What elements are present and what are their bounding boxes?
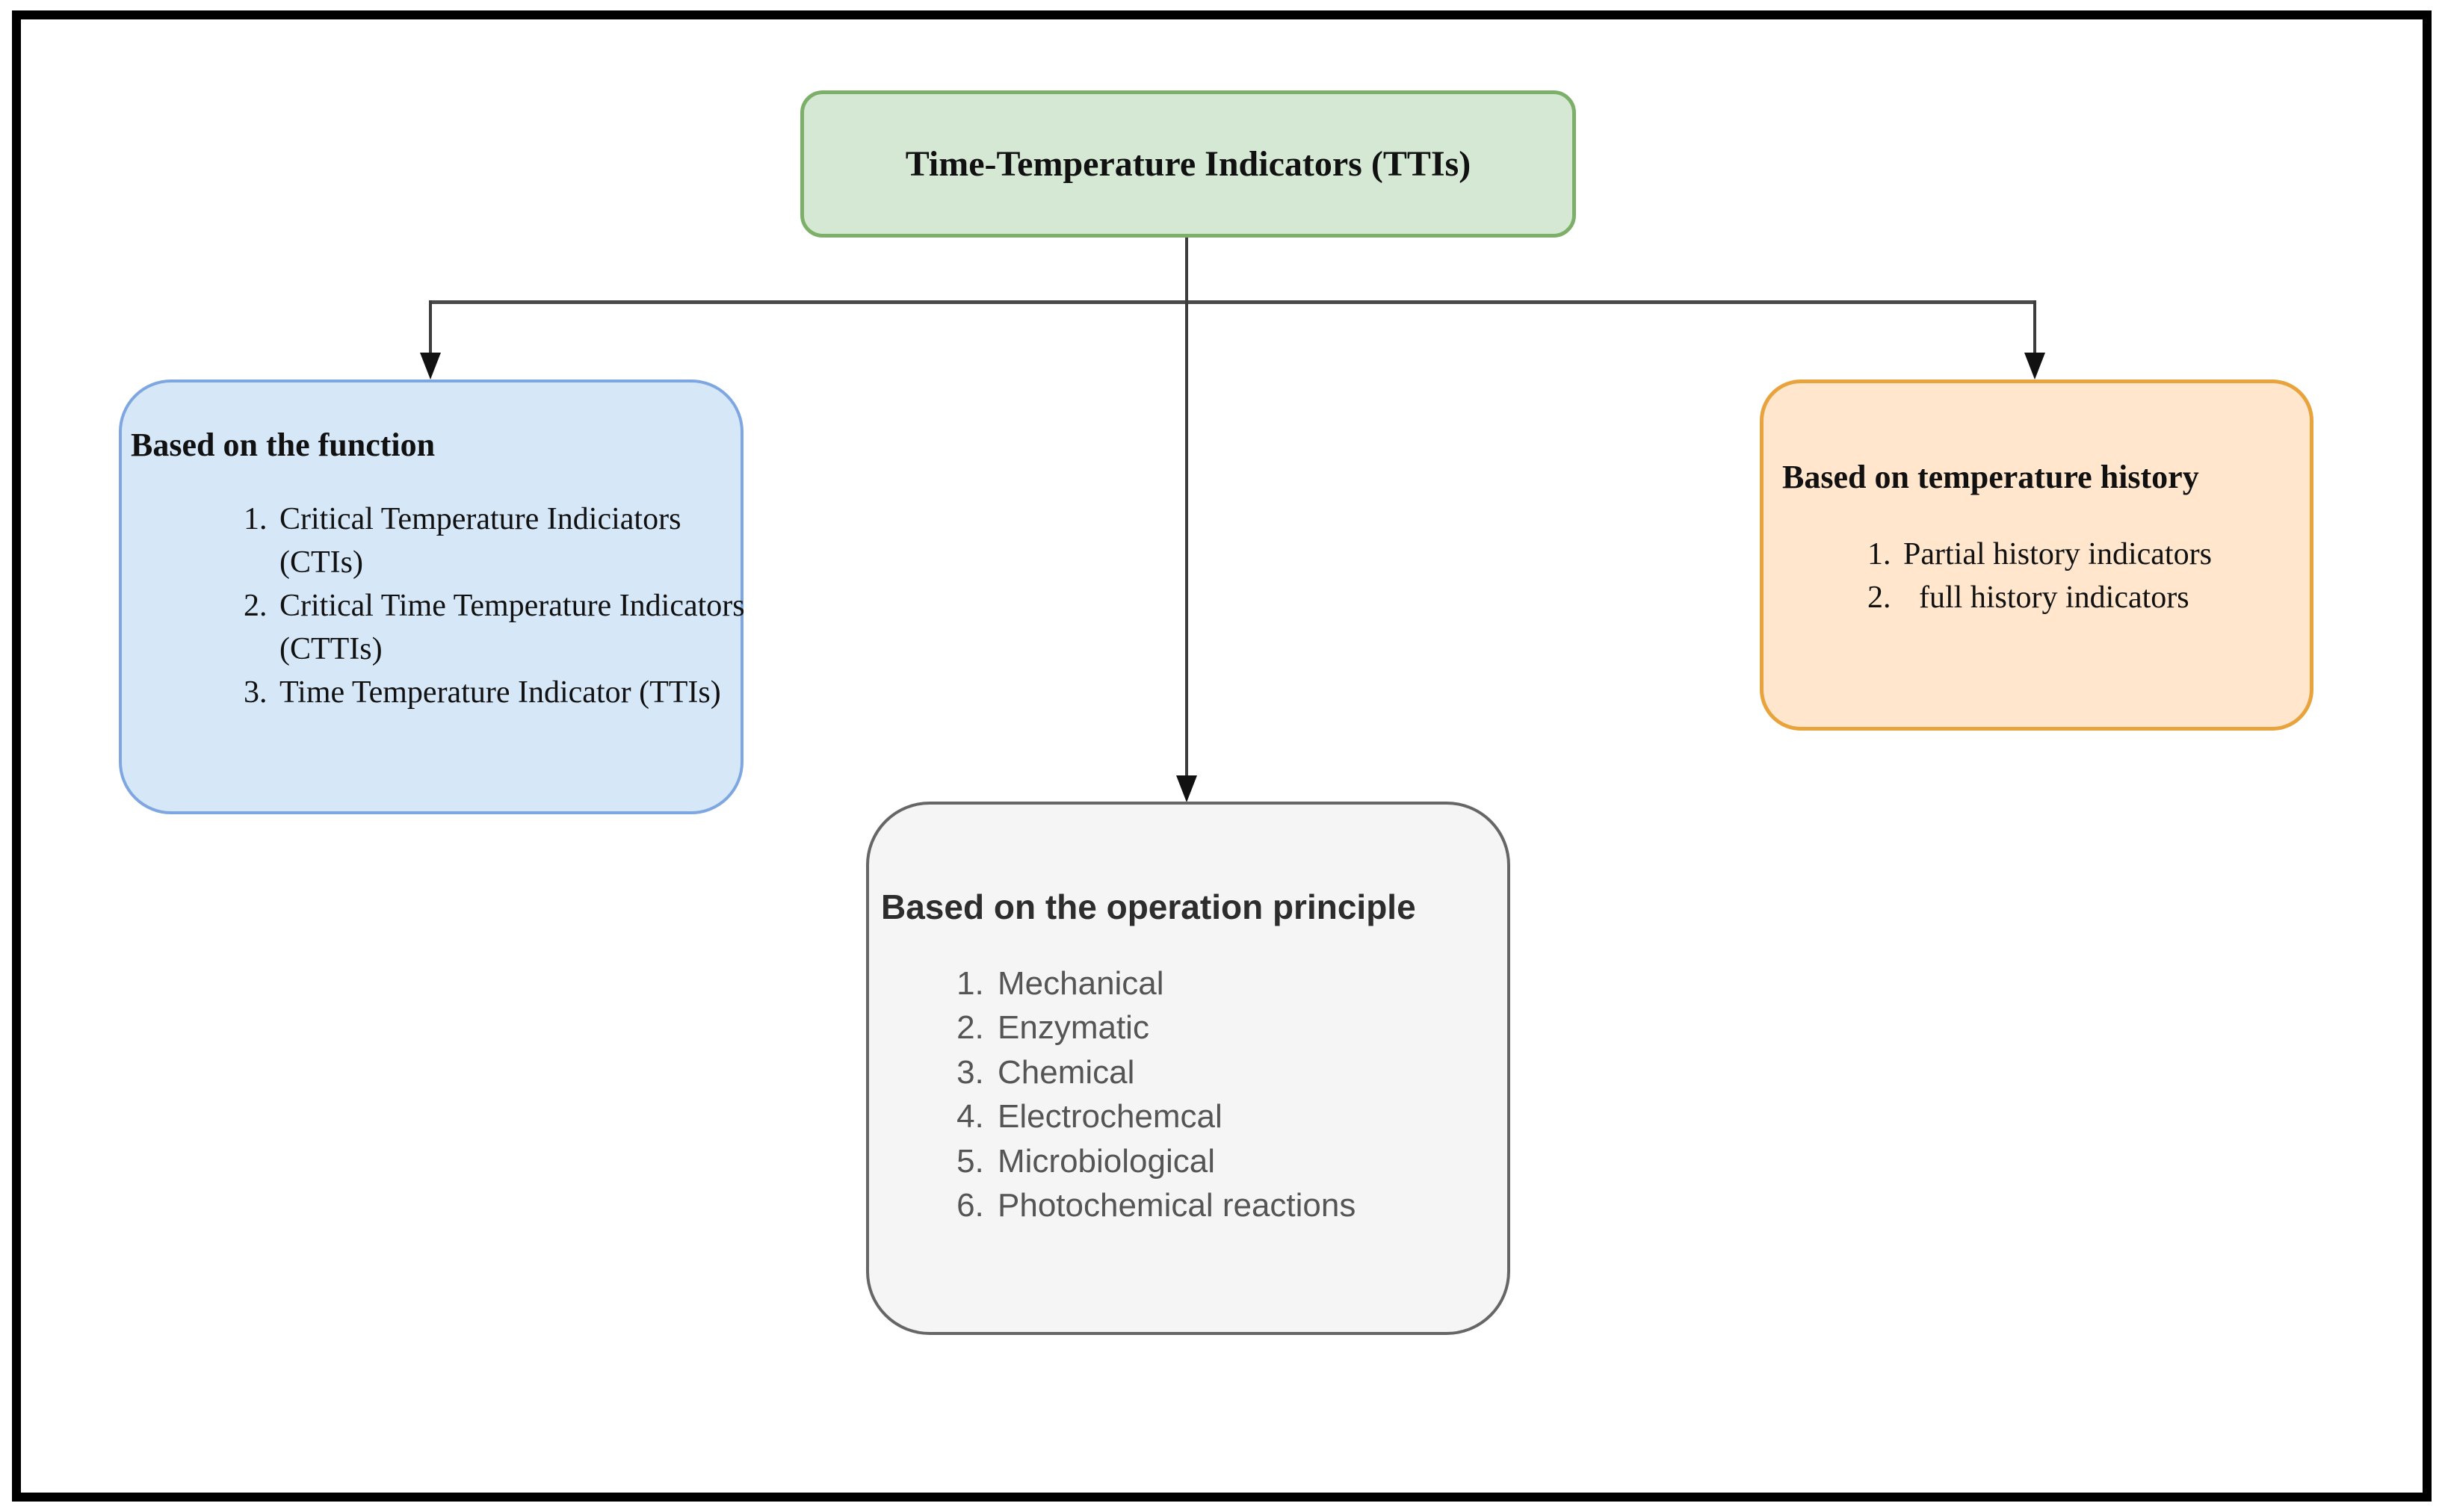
list-item: Enzymatic bbox=[993, 1006, 1486, 1050]
operation-node: Based on the operation principle Mechani… bbox=[866, 802, 1510, 1335]
history-node: Based on temperature history Partial his… bbox=[1760, 379, 2313, 731]
list-item: Critical Time Temperature Indicators (CT… bbox=[275, 585, 761, 672]
history-list: Partial history indicators full history … bbox=[1782, 533, 2287, 620]
list-item: Photochemical reactions bbox=[993, 1183, 1486, 1227]
list-item: Electrochemcal bbox=[993, 1094, 1486, 1138]
history-node-title: Based on temperature history bbox=[1782, 459, 2199, 495]
list-item: Critical Temperature Indiciators (CTIs) bbox=[275, 498, 761, 585]
outer-frame bbox=[12, 10, 2432, 1502]
connector-to-history-box bbox=[2033, 300, 2036, 356]
list-item: Partial history indicators bbox=[1899, 533, 2287, 577]
list-item: Chemical bbox=[993, 1050, 1486, 1094]
list-item: Microbiological bbox=[993, 1139, 1486, 1183]
list-item: Time Temperature Indicator (TTIs) bbox=[275, 672, 761, 715]
arrowhead-operation-icon bbox=[1176, 775, 1197, 802]
root-node-ttis: Time-Temperature Indicators (TTIs) bbox=[800, 90, 1576, 238]
function-list: Critical Temperature Indiciators (CTIs) … bbox=[131, 498, 761, 715]
root-node-label: Time-Temperature Indicators (TTIs) bbox=[905, 144, 1471, 184]
connector-to-function-box bbox=[429, 300, 432, 356]
operation-list: Mechanical Enzymatic Chemical Electroche… bbox=[881, 961, 1486, 1227]
connector-to-operation-box bbox=[1185, 300, 1188, 778]
operation-node-title: Based on the operation principle bbox=[881, 887, 1416, 926]
arrowhead-history-icon bbox=[2024, 353, 2045, 379]
list-item: full history indicators bbox=[1899, 577, 2287, 620]
list-item: Mechanical bbox=[993, 961, 1486, 1006]
function-node: Based on the function Critical Temperatu… bbox=[119, 379, 745, 814]
connector-root-stem bbox=[1185, 238, 1188, 302]
arrowhead-function-icon bbox=[420, 353, 441, 379]
connector-horizontal-bar bbox=[429, 300, 2036, 304]
function-node-title: Based on the function bbox=[131, 427, 436, 463]
